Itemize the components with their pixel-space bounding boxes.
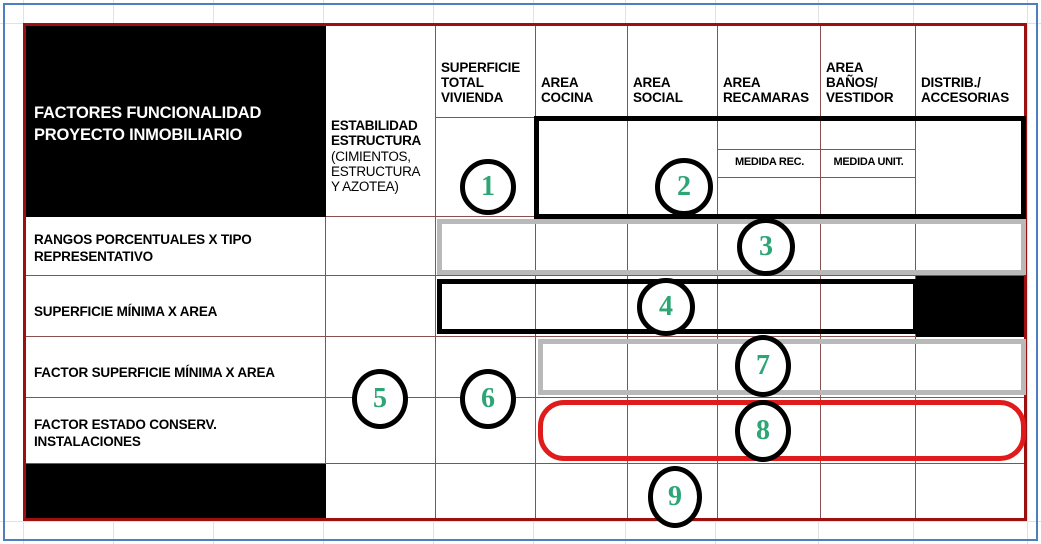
marker-circle-5: 5 <box>352 369 408 429</box>
cell-r1-area-social <box>628 217 718 276</box>
cell-area-recamaras-lower <box>718 178 821 217</box>
header-line: SUPERFICIE <box>441 60 521 75</box>
cell-r3-area-banos <box>821 337 916 398</box>
factores-funcionalidad-table: FACTORES FUNCIONALIDAD PROYECTO INMOBILI… <box>23 23 1027 528</box>
cell-medida-unit: MEDIDA UNIT. <box>821 150 916 178</box>
header-area-social: AREA SOCIAL <box>628 26 718 118</box>
header-line: TOTAL <box>441 75 484 90</box>
medida-unit-label: MEDIDA UNIT. <box>833 156 904 168</box>
rowlabel-factor-estado-conserv: FACTOR ESTADO CONSERV. INSTALACIONES <box>26 398 326 464</box>
header-line: VESTIDOR <box>826 90 894 105</box>
estabilidad-line1: ESTABILIDAD <box>331 118 418 133</box>
header-line: DISTRIB./ <box>921 75 981 90</box>
cell-bottom-label-blacked-out <box>26 464 326 518</box>
cell-r2-superficie-total <box>436 276 536 337</box>
marker-circle-7: 7 <box>735 335 791 397</box>
annotation-box-2 <box>534 116 1026 219</box>
header-line: SOCIAL <box>633 90 683 105</box>
estabilidad-line3: (CIMIENTOS, <box>331 149 411 164</box>
annotation-box-3 <box>437 219 1026 275</box>
header-area-recamaras: AREA RECAMARAS <box>718 26 821 118</box>
cell-r3-area-cocina <box>536 337 628 398</box>
header-distrib-accesorias: DISTRIB./ ACCESORIAS <box>916 26 1024 118</box>
cell-r4-area-banos <box>821 398 916 464</box>
header-line: AREA <box>541 75 579 90</box>
cell-medida-rec: MEDIDA REC. <box>718 150 821 178</box>
cell-r2-distrib-blacked-out <box>916 276 1024 337</box>
marker-circle-6: 6 <box>460 369 516 429</box>
marker-circle-9: 9 <box>648 466 702 528</box>
header-line: RECAMARAS <box>723 90 809 105</box>
cell-r1-superficie-total <box>436 217 536 276</box>
cell-area-recamaras-upper <box>718 118 821 150</box>
cell-distrib-header-body <box>916 118 1024 217</box>
cell-r2-estabilidad <box>326 276 436 337</box>
cell-r1-area-cocina <box>536 217 628 276</box>
estabilidad-line5: Y AZOTEA) <box>331 179 399 194</box>
header-line: AREA <box>826 60 864 75</box>
header-line: AREA <box>723 75 761 90</box>
cell-r5-area-cocina <box>536 464 628 518</box>
cell-r1-estabilidad <box>326 217 436 276</box>
grid-vline <box>1027 0 1028 544</box>
cell-area-cocina-header-body <box>536 118 628 217</box>
header-area-cocina: AREA COCINA <box>536 26 628 118</box>
estabilidad-line2: ESTRUCTURA <box>331 133 421 148</box>
header-estabilidad-estructura: ESTABILIDAD ESTRUCTURA (CIMIENTOS, ESTRU… <box>326 26 436 217</box>
cell-r5-estabilidad <box>326 464 436 518</box>
marker-circle-1: 1 <box>460 159 516 215</box>
header-area-banos-vestidor: AREA BAÑOS/ VESTIDOR <box>821 26 916 118</box>
cell-r5-area-banos <box>821 464 916 518</box>
cell-r5-distrib <box>916 464 1024 518</box>
rowlabel-line: REPRESENTATIVO <box>34 249 153 264</box>
header-line: AREA <box>633 75 671 90</box>
estabilidad-line4: ESTRUCTURA <box>331 164 421 179</box>
marker-circle-4: 4 <box>637 278 695 336</box>
rowlabel-line: FACTOR SUPERFICIE MÍNIMA X AREA <box>34 365 275 380</box>
header-line: COCINA <box>541 90 594 105</box>
rowlabel-line: SUPERFICIE MÍNIMA X AREA <box>34 304 218 319</box>
cell-r5-area-recamaras <box>718 464 821 518</box>
annotation-box-7 <box>538 339 1026 395</box>
rowlabel-line: FACTOR ESTADO CONSERV. <box>34 417 217 432</box>
header-superficie-total-vivienda: SUPERFICIE TOTAL VIVIENDA <box>436 26 536 118</box>
grid-hline <box>0 521 1041 522</box>
cell-r3-distrib <box>916 337 1024 398</box>
rowlabel-factor-superficie-minima-area: FACTOR SUPERFICIE MÍNIMA X AREA <box>26 337 326 398</box>
cell-area-banos-upper <box>821 118 916 150</box>
page-title-line2: PROYECTO INMOBILIARIO <box>34 126 243 144</box>
cell-r4-area-social <box>628 398 718 464</box>
rowlabel-line: INSTALACIONES <box>34 434 141 449</box>
medida-rec-label: MEDIDA REC. <box>734 156 805 168</box>
cell-r1-area-banos <box>821 217 916 276</box>
table-title-cell: FACTORES FUNCIONALIDAD PROYECTO INMOBILI… <box>26 26 326 217</box>
rowlabel-superficie-minima-area: SUPERFICIE MÍNIMA X AREA <box>26 276 326 337</box>
cell-r2-area-recamaras <box>718 276 821 337</box>
header-line: ACCESORIAS <box>921 90 1010 105</box>
cell-r2-area-banos <box>821 276 916 337</box>
cell-r3-area-social <box>628 337 718 398</box>
page-title-line1: FACTORES FUNCIONALIDAD <box>34 104 262 122</box>
annotation-box-8 <box>538 400 1026 461</box>
cell-r2-area-cocina <box>536 276 628 337</box>
marker-circle-2: 2 <box>655 158 713 216</box>
header-line: BAÑOS/ <box>826 75 878 90</box>
marker-circle-3: 3 <box>737 218 795 276</box>
cell-r1-distrib <box>916 217 1024 276</box>
cell-r5-superficie-total <box>436 464 536 518</box>
rowlabel-line: RANGOS PORCENTUALES X TIPO <box>34 232 252 247</box>
rowlabel-rangos-porcentuales: RANGOS PORCENTUALES X TIPO REPRESENTATIV… <box>26 217 326 276</box>
header-line: VIVIENDA <box>441 90 504 105</box>
marker-circle-8: 8 <box>735 400 791 462</box>
